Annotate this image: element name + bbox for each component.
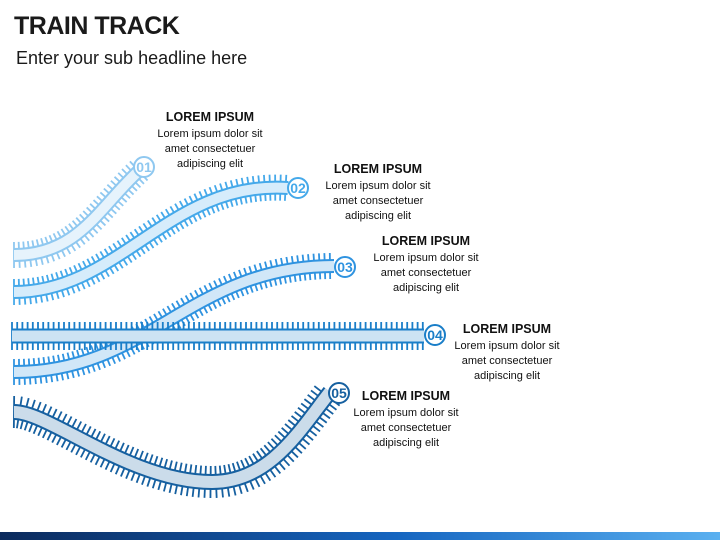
step-heading-4: LOREM IPSUM: [462, 322, 552, 336]
track-1: [13, 160, 149, 269]
step-line-4-3: adipiscing elit: [473, 370, 541, 382]
step-heading-1: LOREM IPSUM: [165, 110, 255, 124]
track-5-bed: [13, 388, 335, 489]
track-1-bed: [13, 164, 146, 260]
step-line-2-1: Lorem ipsum dolor sit: [325, 180, 431, 192]
step-badge-1: 01: [133, 156, 155, 178]
step-line-5-1: Lorem ipsum dolor sit: [353, 407, 459, 419]
step-text-4: LOREM IPSUM Lorem ipsum dolor sit amet c…: [437, 322, 577, 384]
step-number-5: 05: [331, 385, 347, 401]
step-badge-4: 04: [424, 324, 446, 346]
step-number-1: 01: [136, 159, 152, 175]
step-text-2: LOREM IPSUM Lorem ipsum dolor sit amet c…: [308, 162, 448, 224]
page-title: TRAIN TRACK: [14, 12, 180, 40]
track-2: [13, 174, 289, 306]
step-line-3-2: amet consectetuer: [380, 267, 472, 279]
step-line-5-2: amet consectetuer: [360, 422, 452, 434]
step-badge-2: 02: [287, 177, 309, 199]
track-4: [11, 322, 424, 350]
step-badge-5: 05: [328, 382, 350, 404]
step-text-5: LOREM IPSUM Lorem ipsum dolor sit amet c…: [336, 389, 476, 451]
track-3-bed: [13, 261, 335, 377]
page-subtitle: Enter your sub headline here: [16, 48, 248, 68]
track-5: [12, 385, 341, 498]
track-5-rails: [13, 387, 337, 491]
footer-bar: [0, 532, 720, 540]
step-line-4-2: amet consectetuer: [461, 355, 553, 367]
step-badge-3: 03: [334, 256, 356, 278]
step-line-2-2: amet consectetuer: [332, 195, 424, 207]
step-line-4-1: Lorem ipsum dolor sit: [454, 340, 560, 352]
track-2-bed: [13, 182, 289, 297]
step-heading-5: LOREM IPSUM: [361, 389, 451, 403]
step-number-2: 02: [290, 180, 306, 196]
step-line-5-3: adipiscing elit: [372, 437, 440, 449]
step-text-1: LOREM IPSUM Lorem ipsum dolor sit amet c…: [140, 110, 280, 172]
step-heading-2: LOREM IPSUM: [333, 162, 423, 176]
step-number-4: 04: [427, 327, 443, 343]
step-text-3: LOREM IPSUM Lorem ipsum dolor sit amet c…: [356, 234, 496, 296]
step-line-1-3: adipiscing elit: [176, 158, 244, 170]
step-line-3-3: adipiscing elit: [392, 282, 460, 294]
step-number-3: 03: [337, 259, 353, 275]
step-heading-3: LOREM IPSUM: [381, 234, 471, 248]
step-line-2-3: adipiscing elit: [344, 210, 412, 222]
step-line-1-1: Lorem ipsum dolor sit: [157, 128, 263, 140]
step-line-3-1: Lorem ipsum dolor sit: [373, 252, 479, 264]
step-line-1-2: amet consectetuer: [164, 143, 256, 155]
